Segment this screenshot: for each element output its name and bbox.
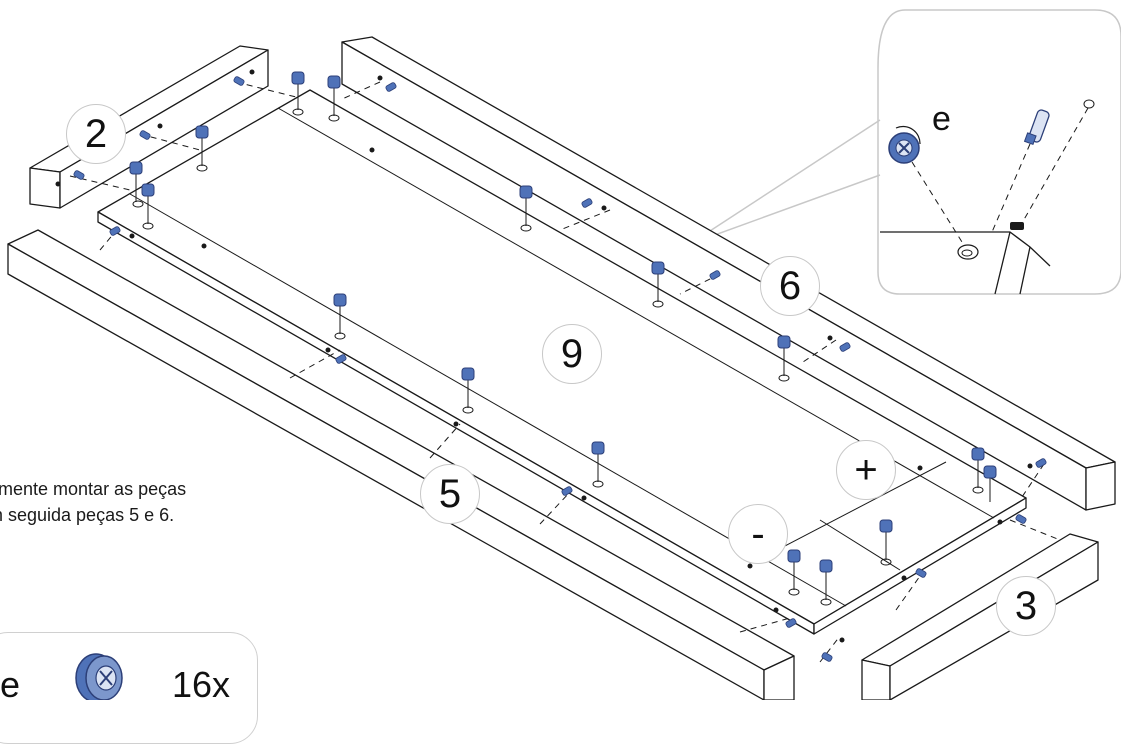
cam-lock-icon <box>327 75 341 116</box>
dowel-bolt-icon <box>109 226 121 236</box>
instruction-line-2: m seguida peças 5 e 6. <box>0 505 175 525</box>
dowel-bolt-icon <box>73 170 85 180</box>
dowel-bolt-icon <box>1023 109 1050 146</box>
cam-lock-fittings <box>129 71 997 600</box>
cam-lock-icon <box>983 465 997 502</box>
dowel-bolt-icon <box>915 568 927 578</box>
cam-lock-icon <box>333 293 347 334</box>
callout-part-3: 3 <box>996 576 1056 636</box>
callout-plus: + <box>836 440 896 500</box>
detail-fitting-letter: e <box>932 100 951 138</box>
dowel-bolt-icon <box>233 76 245 86</box>
callout-part-9: 9 <box>542 324 602 384</box>
cam-lock-icon <box>195 125 209 166</box>
cam-lock-icon <box>971 447 985 488</box>
dowel-bolt-icon <box>839 342 851 352</box>
cam-lock-icon <box>777 335 791 376</box>
cam-lock-icon <box>519 185 533 226</box>
dowel-bolt-icon <box>561 486 573 496</box>
dowel-bolt-icon <box>1035 458 1047 468</box>
cam-lock-icon <box>787 549 801 590</box>
cam-lock-icon <box>879 519 893 560</box>
rail-5 <box>7 229 795 700</box>
dowel-bolt-icon <box>139 130 151 140</box>
dowel-bolt-icon <box>335 354 347 364</box>
dowel-bolt-icon <box>1015 514 1027 524</box>
instruction-line-1: amente montar as peças <box>0 479 187 499</box>
hardware-quantity: 16x <box>172 664 231 705</box>
dowel-bolt-icon <box>785 618 797 628</box>
cam-lock-icon <box>461 367 475 408</box>
dowel-bolt-icon <box>581 198 593 208</box>
assembly-guides <box>69 81 1061 663</box>
dowel-bolts <box>73 76 1047 662</box>
cam-lock-icon <box>291 71 305 110</box>
cam-lock-icon <box>75 653 123 700</box>
callout-minus: - <box>728 504 788 564</box>
panel-small-holes <box>201 147 923 569</box>
callout-part-2: 2 <box>66 104 126 164</box>
rail-holes <box>55 69 1033 643</box>
cam-lock-icon <box>888 125 921 164</box>
detail-zoom-bubble <box>689 9 1121 295</box>
cam-lock-icon <box>819 559 833 600</box>
callout-part-6: 6 <box>760 256 820 316</box>
dowel-bolt-icon <box>709 270 721 280</box>
cam-lock-icon <box>591 441 605 482</box>
hardware-letter: e <box>0 664 21 705</box>
cam-lock-icon <box>651 261 665 302</box>
callout-part-5: 5 <box>420 464 480 524</box>
dowel-bolt-icon <box>385 82 397 92</box>
cam-lock-icon <box>129 161 143 202</box>
dowel-bolt-icon <box>821 652 833 662</box>
instruction-text: amente montar as peças m seguida peças 5… <box>0 476 330 528</box>
cam-lock-icon <box>141 183 155 224</box>
